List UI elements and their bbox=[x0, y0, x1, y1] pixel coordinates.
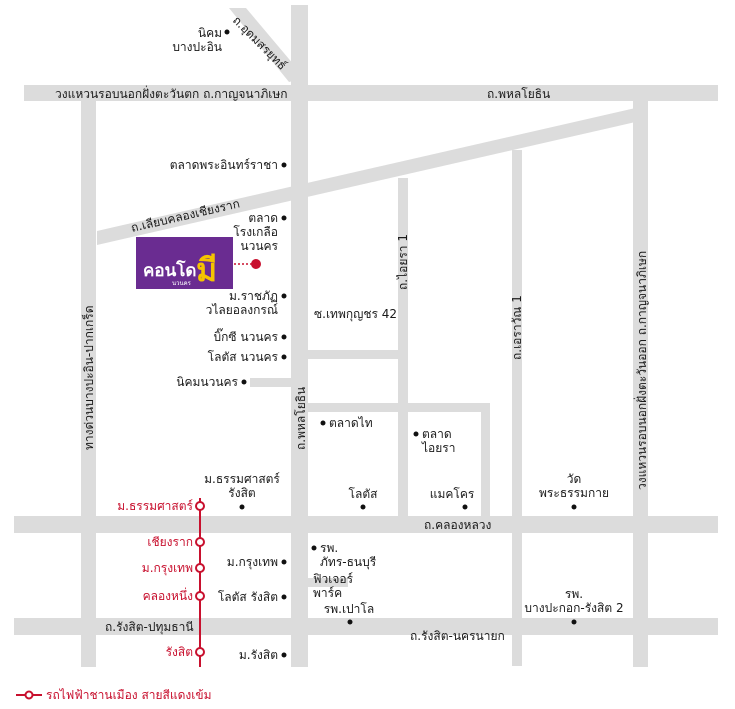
station-marker bbox=[195, 537, 205, 547]
road-chiang-rak bbox=[97, 107, 640, 245]
road-kanchana-west bbox=[24, 85, 718, 101]
label-talad-thai: ตลาดไท bbox=[329, 416, 373, 430]
road-utsarat bbox=[229, 8, 305, 82]
marker-talad-thai bbox=[320, 420, 326, 426]
label-thammasat: ม.ธรรมศาสตร์รังสิต bbox=[204, 472, 280, 500]
marker-bangpakok bbox=[571, 619, 577, 625]
label-bangpakok: รพ.บางปะกอก-รังสิต 2 bbox=[524, 587, 623, 615]
red-line-rail: ม.ธรรมศาสตร์เชียงรากม.กรุงเทพคลองหนึ่งรั… bbox=[117, 498, 205, 667]
road-nikhom-spur bbox=[250, 378, 291, 387]
marker-bangkok-university bbox=[281, 559, 287, 565]
marker-lotus-rangsit bbox=[281, 594, 287, 600]
road-rangsit-pathum bbox=[14, 618, 718, 635]
road-aiyara bbox=[398, 178, 408, 516]
label-bigc: บิ๊กซี นวนคร bbox=[214, 328, 279, 344]
label-thammakai: วัดพระธรรมกาย bbox=[539, 472, 609, 500]
label-nikhom-navanakorn: นิคมนวนคร bbox=[176, 375, 238, 389]
label-future-park: ฟิวเจอร์พาร์ค bbox=[313, 572, 354, 600]
legend-label: รถไฟฟ้าชานเมือง สายสีแดงเข้ม bbox=[46, 688, 211, 702]
label-paolo: รพ.เปาโล bbox=[324, 602, 374, 616]
label-kanchana-east: วงแหวนรอบนอกฝั่งตะวันออก ถ.กาญจนาภิเษก bbox=[633, 251, 649, 490]
label-utsarat: ถ.อุดมสรยุทธ์ bbox=[229, 13, 289, 73]
road-phahonyothin-vertical bbox=[291, 5, 308, 667]
label-thep-kunchon: ซ.เทพกุญชร 42 bbox=[314, 307, 397, 322]
label-phahonyothin-top: ถ.พหลโยธิน bbox=[487, 87, 550, 101]
marker-lotus-navanakorn bbox=[281, 354, 287, 360]
logo-mark: มี bbox=[196, 251, 217, 289]
station-marker bbox=[195, 501, 205, 511]
label-phra-in-racha: ตลาดพระอินทร์ราชา bbox=[170, 158, 278, 172]
legend: รถไฟฟ้าชานเมือง สายสีแดงเข้ม bbox=[16, 688, 211, 702]
station-label: ม.ธรรมศาสตร์ bbox=[117, 499, 193, 513]
label-aiyara-market: ตลาดไอยรา bbox=[421, 427, 455, 455]
label-phahonyothin-vertical: ถ.พหลโยธิน bbox=[294, 387, 308, 450]
label-ekkawan: ถ.เอราวัณ 1 bbox=[510, 295, 524, 360]
legend-station-icon bbox=[24, 690, 34, 700]
station-marker bbox=[195, 591, 205, 601]
station-label: เชียงราก bbox=[147, 535, 193, 549]
marker-bigc bbox=[281, 334, 287, 340]
label-rangsit-pathum: ถ.รังสิต-ปทุมธานี bbox=[105, 620, 194, 635]
road-ekkawan bbox=[512, 150, 522, 666]
label-aiyara: ถ.ไอยรา 1 bbox=[396, 234, 410, 290]
road-future-park-spur bbox=[308, 578, 348, 587]
label-rong-kluea: ตลาดโรงเกลือนวนคร bbox=[233, 211, 278, 253]
marker-phra-in-racha bbox=[281, 162, 287, 168]
marker-rangsit-university bbox=[281, 652, 287, 658]
road-thep-kunchon-east bbox=[481, 403, 490, 516]
label-expressway: ทางด่วนบางปะอิน-ปากเกร็ด bbox=[81, 306, 96, 451]
marker-lotus bbox=[360, 504, 366, 510]
station-marker bbox=[195, 563, 205, 573]
road-network bbox=[14, 5, 718, 667]
logo-text: คอนโด bbox=[143, 260, 196, 281]
marker-nikhom-bang-pa-in bbox=[224, 29, 230, 35]
station-label: คลองหนึ่ง bbox=[143, 587, 193, 603]
marker-thammakai bbox=[571, 504, 577, 510]
label-rangsit-nakhon-nayok: ถ.รังสิต-นครนายก bbox=[410, 629, 505, 643]
label-phatara: รพ.ภัทร-ธนบุรี bbox=[320, 541, 377, 570]
marker-nikhom-navanakorn bbox=[241, 379, 247, 385]
road-thep-kunchon bbox=[308, 403, 490, 412]
marker-valaya bbox=[281, 293, 287, 299]
station-marker bbox=[195, 647, 205, 657]
marker-thammasat bbox=[239, 504, 245, 510]
marker-paolo bbox=[347, 619, 353, 625]
marker-phatara bbox=[311, 545, 317, 551]
logo-sub: นวนคร bbox=[172, 280, 192, 287]
label-valaya: ม.ราชภัฏวไลยอลงกรณ์ bbox=[206, 289, 278, 317]
road-khlong-luang bbox=[14, 516, 718, 533]
label-lotus: โลตัส bbox=[349, 487, 379, 501]
place-markers bbox=[224, 29, 577, 658]
label-nikhom-bang-pa-in: นิคมบางปะอิน bbox=[172, 26, 222, 54]
logo-background bbox=[136, 237, 233, 289]
marker-aiyara-market bbox=[413, 431, 419, 437]
marker-makro bbox=[462, 504, 468, 510]
station-label: รังสิต bbox=[166, 645, 193, 659]
condo-logo: คอนโด มี นวนคร bbox=[136, 237, 233, 289]
label-kanchana-west: วงแหวนรอบนอกฝั่งตะวันตก ถ.กาญจนาภิเษก bbox=[55, 85, 288, 101]
label-lotus-rangsit: โลตัส รังสิต bbox=[218, 590, 278, 604]
label-rangsit-university: ม.รังสิต bbox=[239, 648, 278, 662]
label-bangkok-university: ม.กรุงเทพ bbox=[227, 555, 278, 570]
condo-location-pin bbox=[251, 259, 261, 269]
label-khlong-luang: ถ.คลองหลวง bbox=[424, 518, 491, 532]
station-label: ม.กรุงเทพ bbox=[142, 561, 193, 576]
road-thep-kunchon-upper bbox=[308, 350, 402, 359]
marker-rong-kluea bbox=[281, 215, 287, 221]
label-lotus-navanakorn: โลตัส นวนคร bbox=[208, 350, 279, 364]
label-makro: แมคโคร bbox=[430, 487, 475, 501]
